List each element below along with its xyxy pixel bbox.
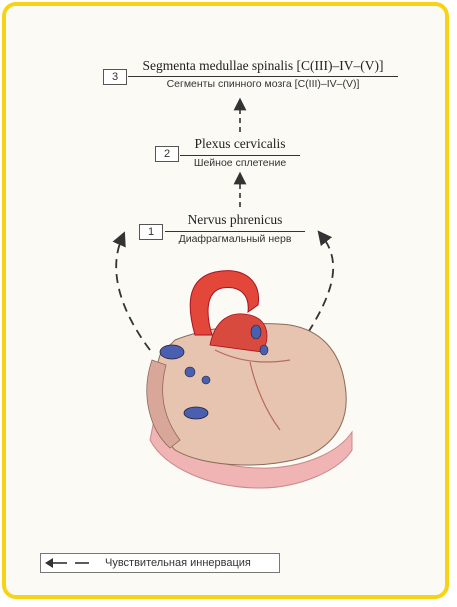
legend: Чувствительная иннервация bbox=[40, 553, 280, 573]
vena-cava bbox=[160, 345, 184, 359]
legend-dashed-arrow-icon bbox=[45, 557, 101, 569]
inferior-vena-cava bbox=[184, 407, 208, 419]
coronary-vein-1 bbox=[185, 367, 195, 377]
legend-label: Чувствительная иннервация bbox=[105, 557, 251, 569]
pulmonary-vein-1 bbox=[251, 325, 261, 339]
coronary-vein-2 bbox=[202, 376, 210, 384]
sensory-arrow-left bbox=[116, 238, 150, 350]
pulmonary-vein-2 bbox=[260, 345, 268, 355]
heart-illustration bbox=[147, 271, 352, 488]
